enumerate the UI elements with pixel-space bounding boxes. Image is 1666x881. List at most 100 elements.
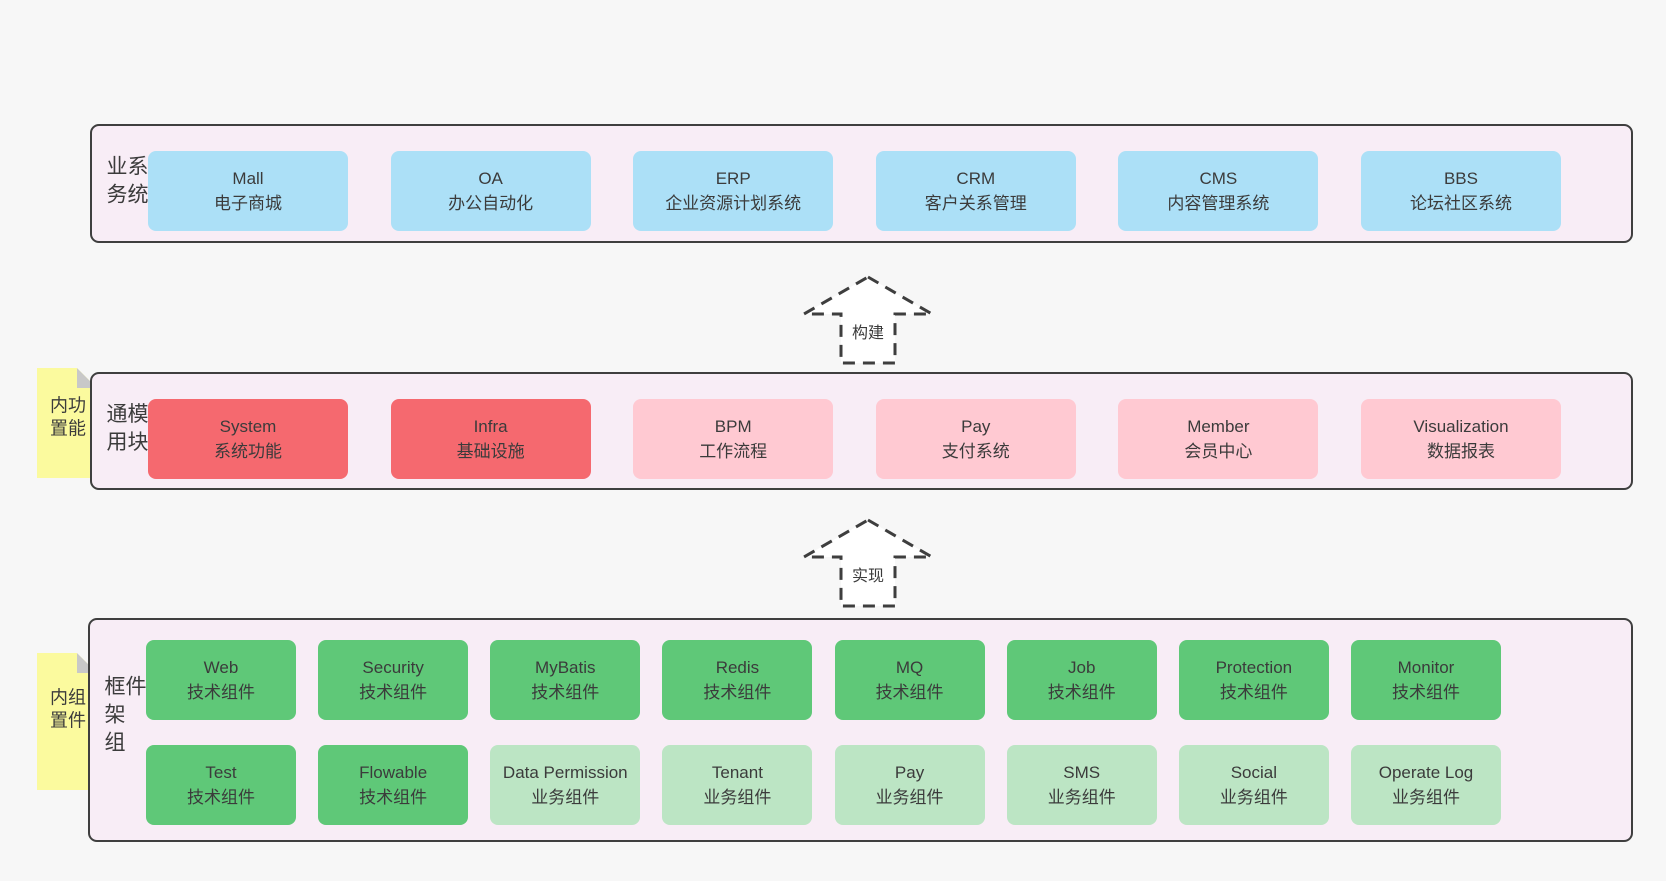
node-subtitle: 内容管理系统 <box>1167 194 1270 213</box>
node-erp: ERP 企业资源计划系统 <box>633 151 834 231</box>
node-subtitle: 业务组件 <box>1047 788 1116 807</box>
node-subtitle: 技术组件 <box>187 788 255 807</box>
node-flowable: Flowable 技术组件 <box>318 745 469 825</box>
node-title: Job <box>1067 657 1096 677</box>
node-title: BPM <box>714 416 752 436</box>
node-subtitle: 技术组件 <box>187 683 255 702</box>
node-mybatis: MyBatis 技术组件 <box>490 640 641 720</box>
layer-side-label: 通用模块 <box>104 402 148 459</box>
node-oa: OA 办公自动化 <box>390 151 591 231</box>
node-title: Tenant <box>711 762 763 782</box>
node-title: Redis <box>715 657 760 677</box>
node-mq: MQ 技术组件 <box>834 640 985 720</box>
node-subtitle: 技术组件 <box>1219 683 1288 702</box>
node-title: Web <box>203 657 239 677</box>
node-redis: Redis 技术组件 <box>662 640 813 720</box>
node-title: Monitor <box>1397 657 1455 677</box>
node-member: Member 会员中心 <box>1118 399 1319 479</box>
node-subtitle: 论坛社区系统 <box>1409 194 1512 213</box>
layer-side-label: 框架组件 <box>102 675 146 759</box>
node-operate-log: Operate Log 业务组件 <box>1350 745 1501 825</box>
node-subtitle: 基础设施 <box>456 442 525 461</box>
node-subtitle: 办公自动化 <box>448 194 534 213</box>
node-title: Protection <box>1215 657 1293 677</box>
layer-common-modules: 通用模块 System 系统功能 Infra 基础设施 BPM 工作流程 Pay… <box>90 372 1633 490</box>
node-title: SMS <box>1063 762 1101 782</box>
layer-side-label: 业务系统 <box>104 154 148 211</box>
node-subtitle: 企业资源计划系统 <box>665 194 802 213</box>
node-title: BBS <box>1443 168 1478 188</box>
node-system: System 系统功能 <box>148 399 348 479</box>
node-monitor: Monitor 技术组件 <box>1350 640 1501 720</box>
node-mall: Mall 电子商城 <box>148 151 348 231</box>
node-title: MQ <box>895 657 924 677</box>
box-row: Web 技术组件 Security 技术组件 MyBatis 技术组件 Redi… <box>146 640 1501 720</box>
node-sms: SMS 业务组件 <box>1006 745 1157 825</box>
box-row: Test 技术组件 Flowable 技术组件 Data Permission … <box>146 745 1501 825</box>
node-subtitle: 工作流程 <box>699 442 768 461</box>
sticky-note-label: 内置功能 <box>48 395 86 442</box>
node-subtitle: 业务组件 <box>703 788 772 807</box>
node-title: Infra <box>473 416 508 436</box>
node-title: Test <box>205 762 237 782</box>
node-title: CMS <box>1199 168 1238 188</box>
node-subtitle: 业务组件 <box>531 788 600 807</box>
node-subtitle: 技术组件 <box>359 683 428 702</box>
node-subtitle: 技术组件 <box>703 683 772 702</box>
node-title: Member <box>1187 416 1250 436</box>
node-subtitle: 技术组件 <box>531 683 600 702</box>
node-data-permission: Data Permission 业务组件 <box>490 745 641 825</box>
node-subtitle: 技术组件 <box>1391 683 1460 702</box>
node-title: MyBatis <box>535 657 596 677</box>
node-crm: CRM 客户关系管理 <box>875 151 1076 231</box>
arrow-build: 构建 <box>798 275 938 365</box>
node-protection: Protection 技术组件 <box>1178 640 1329 720</box>
node-subtitle: 业务组件 <box>875 788 944 807</box>
node-social: Social 业务组件 <box>1178 745 1329 825</box>
box-row: Mall 电子商城 OA 办公自动化 ERP 企业资源计划系统 CRM 客户关系… <box>148 151 1561 231</box>
node-bpm: BPM 工作流程 <box>633 399 834 479</box>
node-title: Visualization <box>1413 416 1509 436</box>
node-web: Web 技术组件 <box>146 640 296 720</box>
node-cms: CMS 内容管理系统 <box>1118 151 1319 231</box>
node-infra: Infra 基础设施 <box>390 399 591 479</box>
box-row: System 系统功能 Infra 基础设施 BPM 工作流程 Pay 支付系统… <box>148 399 1561 479</box>
node-visualization: Visualization 数据报表 <box>1360 399 1561 479</box>
sticky-note-label: 内置组件 <box>48 687 86 734</box>
layer-business-systems: 业务系统 Mall 电子商城 OA 办公自动化 ERP 企业资源计划系统 CRM… <box>90 124 1633 243</box>
node-title: Pay <box>894 762 925 782</box>
node-title: CRM <box>956 168 996 188</box>
node-title: Security <box>362 657 424 677</box>
node-title: System <box>219 416 277 436</box>
node-subtitle: 会员中心 <box>1184 442 1253 461</box>
node-subtitle: 技术组件 <box>875 683 944 702</box>
sticky-note-built-in-components: 内置组件 <box>37 653 97 790</box>
node-test: Test 技术组件 <box>146 745 296 825</box>
layer-framework-components: 框架组件 Web 技术组件 Security 技术组件 MyBatis 技术组件… <box>88 618 1633 842</box>
node-title: Pay <box>961 416 991 436</box>
node-subtitle: 系统功能 <box>214 442 282 461</box>
arrow-implement: 实现 <box>798 518 938 608</box>
sticky-note-built-in-features: 内置功能 <box>37 368 97 478</box>
node-title: OA <box>478 168 503 188</box>
node-job: Job 技术组件 <box>1006 640 1157 720</box>
node-title: Social <box>1230 762 1277 782</box>
node-title: Flowable <box>359 762 428 782</box>
node-title: Mall <box>232 168 264 188</box>
node-title: Operate Log <box>1378 762 1474 782</box>
node-bbs: BBS 论坛社区系统 <box>1360 151 1561 231</box>
node-subtitle: 业务组件 <box>1219 788 1288 807</box>
node-security: Security 技术组件 <box>318 640 469 720</box>
arrow-label: 实现 <box>848 562 888 586</box>
node-subtitle: 客户关系管理 <box>924 194 1027 213</box>
node-subtitle: 技术组件 <box>1047 683 1116 702</box>
node-title: ERP <box>715 168 751 188</box>
node-pay-system: Pay 支付系统 <box>875 399 1076 479</box>
node-title: Data Permission <box>502 762 628 782</box>
node-subtitle: 技术组件 <box>359 788 428 807</box>
node-subtitle: 数据报表 <box>1426 442 1495 461</box>
node-subtitle: 电子商城 <box>214 194 282 213</box>
node-tenant: Tenant 业务组件 <box>662 745 813 825</box>
node-subtitle: 业务组件 <box>1391 788 1460 807</box>
